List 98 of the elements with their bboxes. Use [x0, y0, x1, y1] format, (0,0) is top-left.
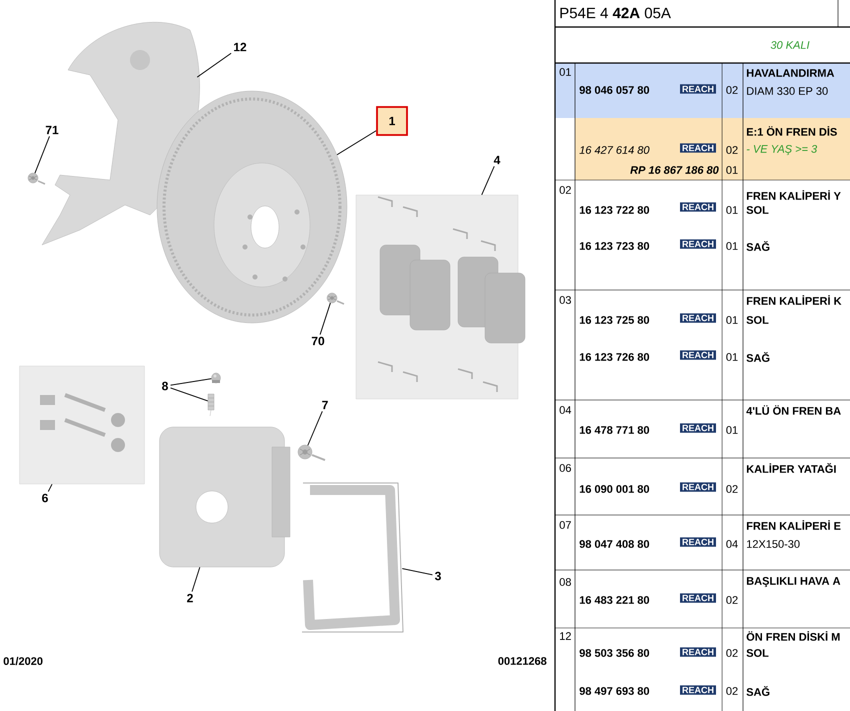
leader-line	[481, 166, 495, 196]
part-description: FREN KALİPERİ K	[746, 295, 842, 305]
part-description: DIAM 330 EP 30	[747, 87, 828, 95]
quantity: 02	[726, 596, 738, 604]
reach-badge: REACH	[680, 202, 716, 212]
reach-badge: REACH	[680, 537, 716, 547]
leader-line	[307, 410, 323, 446]
leader-line	[320, 302, 331, 335]
callout-number: 6	[42, 494, 48, 502]
brake-caliper-drawing	[159, 426, 290, 568]
callout-number: 8	[162, 382, 168, 390]
quantity: 02	[726, 146, 738, 154]
item-number: 04	[560, 406, 572, 414]
quantity: 02	[726, 649, 738, 657]
reach-badge: REACH	[680, 647, 716, 657]
reach-badge: REACH	[680, 593, 716, 603]
reach-badge: REACH	[680, 423, 716, 433]
quantity: 02	[726, 485, 738, 493]
leader-line	[402, 568, 433, 576]
part-code-heading: P54E 4 42A 05A	[560, 8, 671, 18]
callout-number: 70	[312, 336, 324, 346]
part-number: 16 427 614 80	[580, 146, 650, 154]
callout-number: 3	[434, 572, 441, 580]
item-number: 06	[560, 464, 571, 472]
quantity: 01	[726, 166, 738, 174]
part-number: 16 090 001 80	[580, 485, 650, 493]
item-number: 08	[560, 578, 571, 586]
brake-pad-kit-drawing	[356, 194, 526, 400]
part-number: 98 046 057 80	[580, 86, 650, 94]
screw-drawing	[326, 292, 344, 305]
part-number: 98 503 356 80	[580, 649, 650, 657]
part-number: 16 123 726 80	[580, 353, 650, 361]
callout-number: 7	[322, 400, 328, 410]
part-number: 16 123 722 80	[580, 206, 650, 214]
quantity: 02	[726, 86, 738, 94]
part-description: HAVALANDIRMA	[746, 69, 834, 77]
bleed-cap-drawing	[211, 372, 221, 384]
part-description: SOL	[746, 316, 768, 324]
quantity: 01	[726, 206, 738, 214]
part-description: E:1 ÖN FREN DİS	[746, 126, 837, 136]
reach-badge: REACH	[680, 313, 716, 323]
reach-badge: REACH	[680, 239, 716, 249]
leader-line	[336, 130, 377, 156]
callout-number: 2	[187, 594, 193, 602]
part-description: SOL	[746, 206, 768, 214]
part-description: FREN KALİPERİ E	[746, 520, 840, 530]
dust-shield-drawing	[42, 22, 200, 246]
leader-line	[192, 566, 200, 592]
bolt-drawing	[298, 444, 326, 461]
callout-number: 1	[376, 106, 408, 136]
part-number: 16 483 221 80	[580, 596, 650, 604]
guide-pin-kit-drawing	[19, 366, 145, 484]
part-description: 4'LÜ ÖN FREN BA	[746, 405, 841, 415]
table-heading: 30 KALI	[770, 41, 810, 49]
quantity: 01	[726, 353, 738, 361]
callout-number: 71	[46, 126, 58, 134]
quantity: 04	[726, 540, 738, 548]
part-description: ÖN FREN DİSKİ M	[746, 631, 840, 641]
brake-disc-drawing	[156, 90, 348, 324]
reach-badge: REACH	[680, 482, 716, 492]
replacement-part-number: RP 16 867 186 80	[630, 166, 719, 174]
drawing-number: 00121268	[498, 657, 546, 665]
part-description: SAĞ	[746, 241, 770, 251]
part-description: SOL	[746, 649, 768, 657]
part-description: BAŞLIKLI HAVA A	[746, 577, 840, 587]
item-number: 01	[560, 68, 571, 76]
condition-note: - VE YAŞ >= 3	[746, 145, 818, 155]
quantity: 01	[726, 316, 738, 324]
quantity: 01	[726, 426, 738, 434]
quantity: 02	[726, 687, 738, 695]
part-number: 98 497 693 80	[580, 687, 650, 695]
quantity: 01	[726, 242, 738, 250]
callout-number: 4	[494, 156, 500, 164]
reach-badge: REACH	[680, 685, 716, 695]
part-number: 16 123 725 80	[580, 316, 650, 324]
part-description: KALİPER YATAĞI	[746, 463, 836, 473]
date-label: 01/2020	[4, 656, 42, 666]
part-number: 16 478 771 80	[580, 426, 650, 434]
part-description: 12X150-30	[747, 540, 800, 548]
leader-line	[34, 136, 50, 174]
part-number: 16 123 723 80	[580, 242, 650, 250]
callout-number: 12	[234, 42, 246, 52]
reach-badge: REACH	[680, 350, 716, 360]
part-number: 98 047 408 80	[580, 540, 650, 548]
caliper-carrier-drawing	[302, 482, 404, 632]
item-number: 07	[560, 521, 571, 529]
part-description: FREN KALİPERİ Y	[746, 190, 841, 200]
leader-line	[170, 378, 212, 386]
screw-drawing	[28, 172, 46, 185]
leader-line	[196, 52, 232, 78]
item-number: 12	[560, 632, 571, 640]
item-number: 02	[560, 186, 571, 194]
bleed-screw-drawing	[208, 394, 214, 416]
part-description: SAĞ	[746, 352, 770, 362]
leader-line	[170, 387, 208, 402]
leader-line	[48, 484, 52, 492]
part-description: SAĞ	[746, 686, 770, 696]
item-number: 03	[560, 296, 571, 304]
